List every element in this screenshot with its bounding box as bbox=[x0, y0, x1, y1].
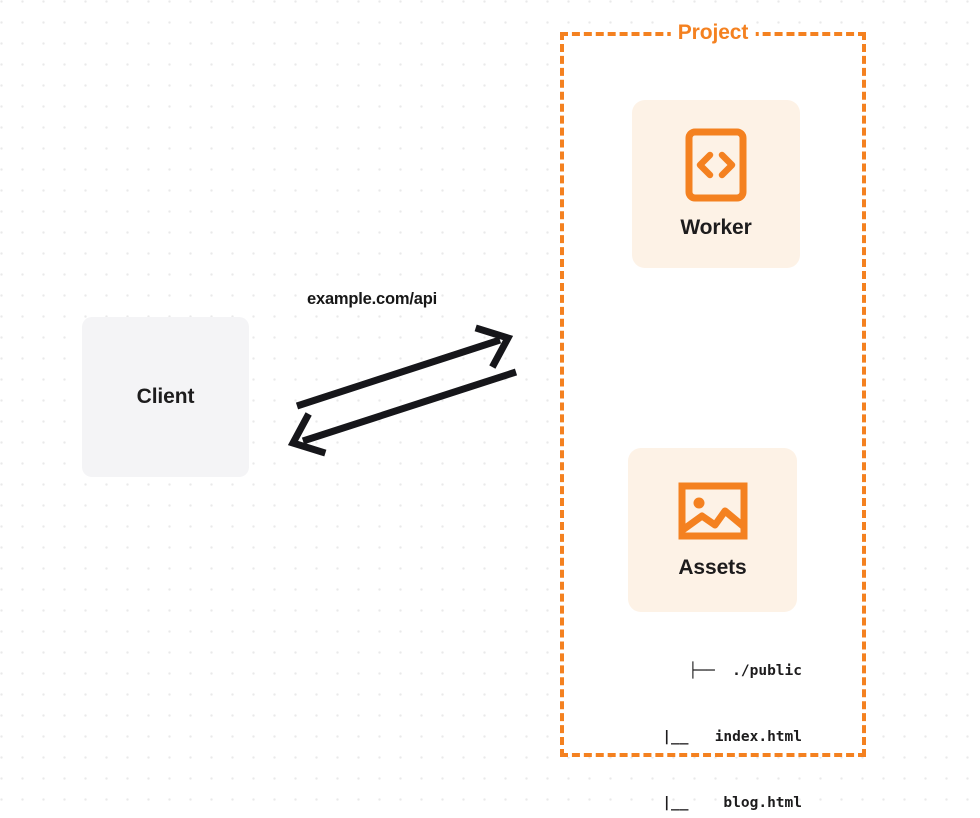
worker-card[interactable]: Worker bbox=[632, 100, 800, 268]
code-brackets-icon bbox=[685, 128, 747, 202]
file-tree-row: ├── ./public bbox=[688, 663, 803, 679]
client-label: Client bbox=[136, 385, 195, 408]
client-node[interactable]: Client bbox=[82, 317, 249, 477]
project-title: Project bbox=[670, 21, 756, 45]
file-tree-row: |__ index.html bbox=[662, 729, 802, 745]
arrow-left-head-icon bbox=[287, 412, 327, 457]
arrow-left-icon bbox=[301, 368, 518, 445]
file-tree-row: |__ blog.html bbox=[662, 795, 802, 811]
assets-file-tree: ├── ./public |__ index.html |__ blog.htm… bbox=[600, 616, 802, 818]
assets-label: Assets bbox=[678, 556, 747, 579]
worker-label: Worker bbox=[680, 216, 752, 239]
arrow-right-head-icon bbox=[474, 324, 514, 369]
image-icon bbox=[678, 480, 748, 542]
connection-label: example.com/api bbox=[307, 290, 437, 308]
arrow-right-icon bbox=[295, 336, 502, 410]
assets-card[interactable]: Assets bbox=[628, 448, 797, 612]
